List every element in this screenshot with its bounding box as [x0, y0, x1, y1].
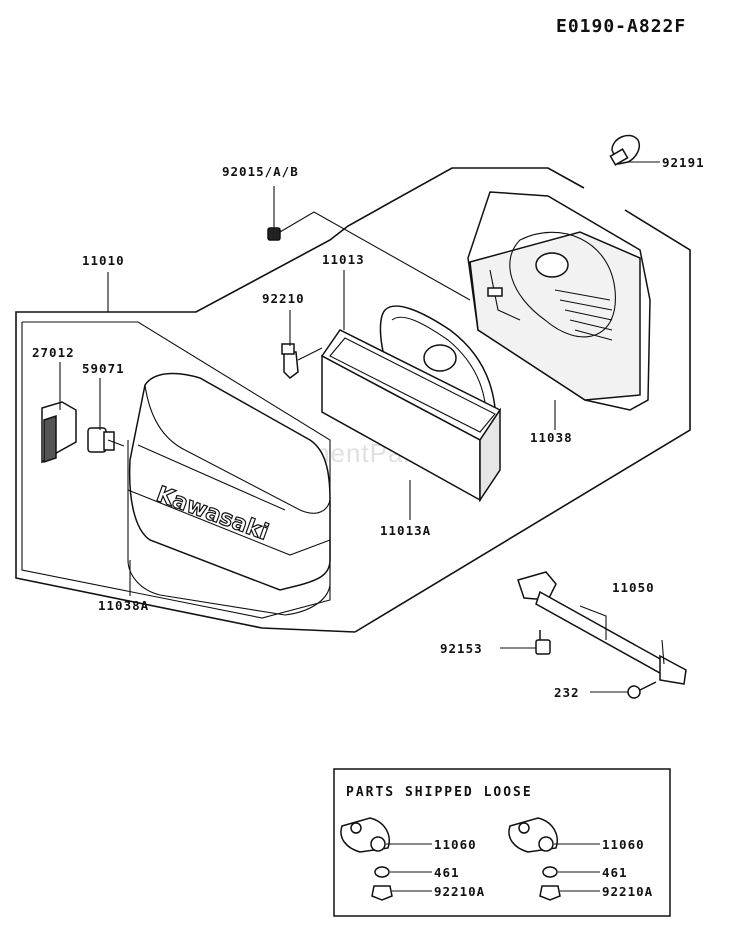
stay-11050	[517, 571, 687, 685]
breather-fitting	[609, 134, 640, 166]
label-11050: 11050	[612, 580, 655, 595]
filter-element	[320, 329, 502, 503]
bracket-27012	[41, 401, 77, 464]
label-92015: 92015/A/B	[222, 164, 299, 179]
assembly-outline-right	[354, 209, 691, 633]
label-92191: 92191	[662, 155, 705, 170]
label-11013a: 11013A	[380, 523, 431, 538]
air-cleaner-base	[467, 191, 651, 411]
label-left-nut: 92210A	[434, 884, 485, 899]
parts-shipped-loose-box: PARTS SHIPPED LOOSE 11060 461 92210A	[333, 768, 671, 917]
label-27012: 27012	[32, 345, 75, 360]
label-left-gasket: 11060	[434, 837, 477, 852]
assembly-outline-top	[120, 167, 585, 313]
label-11010: 11010	[82, 253, 125, 268]
label-right-gasket: 11060	[602, 837, 645, 852]
assembly-inner-outline	[21, 321, 331, 619]
label-92153: 92153	[440, 641, 483, 656]
clip-92210	[281, 343, 299, 379]
loose-box-title: PARTS SHIPPED LOOSE	[346, 785, 533, 800]
assembly-outline-left	[15, 311, 356, 633]
label-59071: 59071	[82, 361, 125, 376]
label-right-washer: 461	[602, 865, 628, 880]
label-11038: 11038	[530, 430, 573, 445]
bolt-232	[627, 681, 657, 699]
air-cleaner-cover: Kawasaki	[127, 372, 331, 616]
label-right-nut: 92210A	[602, 884, 653, 899]
label-11038a: 11038A	[98, 598, 149, 613]
label-92210: 92210	[262, 291, 305, 306]
bolt-92153	[535, 630, 551, 655]
leader-lines	[59, 161, 660, 693]
label-232: 232	[554, 685, 580, 700]
loose-set-left: 11060 461 92210A	[340, 817, 485, 901]
diagram-code: E0190-A822F	[556, 16, 686, 37]
latch-59071	[87, 427, 115, 453]
label-left-washer: 461	[434, 865, 460, 880]
grommet-92015	[267, 227, 281, 241]
label-11013: 11013	[322, 252, 365, 267]
loose-set-right: 11060 461 92210A	[508, 817, 653, 901]
